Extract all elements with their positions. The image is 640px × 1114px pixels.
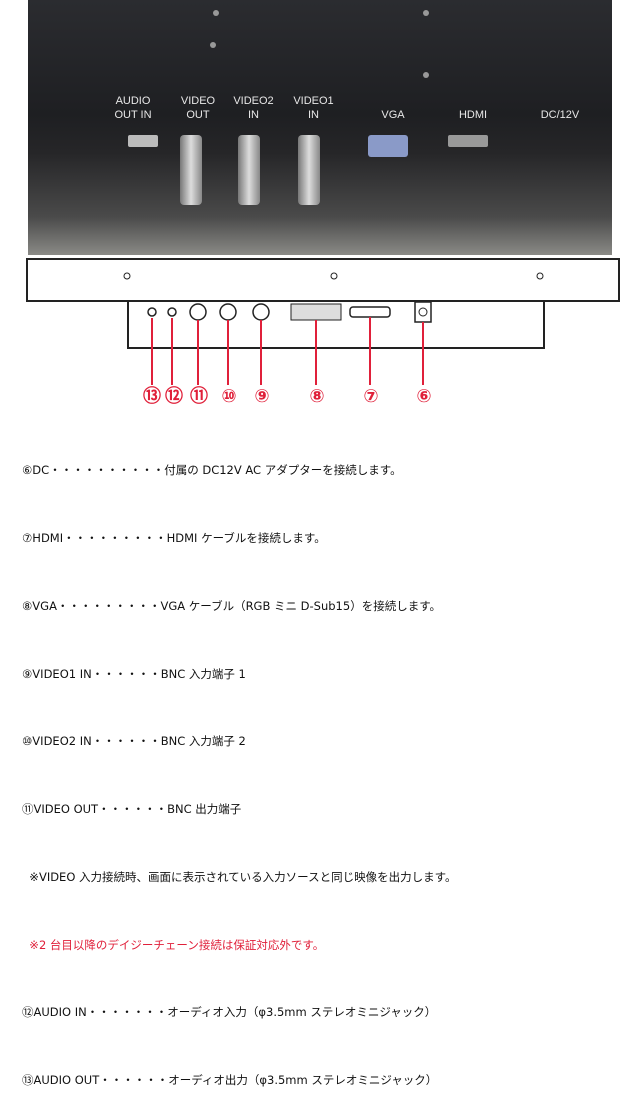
desc-vga: ⑧VGA・・・・・・・・・VGA ケーブル（RGB ミニ D-Sub15）を接続…	[22, 598, 442, 613]
desc-video-out: ⑪VIDEO OUT・・・・・・BNC 出力端子	[22, 802, 242, 817]
connector-diagram: ⑬ ⑫ ⑪ ⑩ ⑨ ⑧ ⑦ ⑥	[26, 258, 620, 407]
video2-in-bnc-icon	[219, 303, 237, 321]
photo-label-hdmi: HDMI	[458, 109, 488, 121]
note-video-output: ※VIDEO 入力接続時、画面に表示されている入力ソースと同じ映像を出力します。	[22, 869, 457, 884]
port-descriptions: ⑥DC・・・・・・・・・・付属の DC12V AC アダプターを接続します。 ⑦…	[22, 414, 456, 1114]
diagram-top-bar	[26, 258, 620, 302]
callout-11: ⑪	[190, 385, 208, 407]
callout-12: ⑫	[165, 385, 183, 407]
audio-jacks	[128, 135, 158, 147]
audio-out-jack-icon	[147, 307, 157, 317]
desc-video1-in: ⑨VIDEO1 IN・・・・・・BNC 入力端子 1	[22, 666, 246, 681]
screw-icon	[330, 272, 338, 280]
callout-13: ⑬	[143, 385, 161, 407]
bnc-connector	[180, 135, 202, 205]
screw-hole	[423, 72, 429, 78]
vga-port-icon	[290, 303, 342, 321]
callout-6: ⑥	[416, 386, 431, 407]
screw-hole	[210, 42, 216, 48]
screw-icon	[123, 272, 131, 280]
video-out-bnc-icon	[189, 303, 207, 321]
desc-video2-in: ⑩VIDEO2 IN・・・・・・BNC 入力端子 2	[22, 734, 246, 749]
bnc-connector	[298, 135, 320, 205]
desc-audio-in: ⑫AUDIO IN・・・・・・・オーディオ入力（φ3.5mm ステレオミニジャッ…	[22, 1005, 437, 1020]
note-daisy-chain-warning: ※2 台目以降のデイジーチェーン接続は保証対応外です。	[22, 937, 325, 952]
vga-port	[368, 135, 408, 157]
screw-hole	[213, 10, 219, 16]
screw-icon	[536, 272, 544, 280]
callout-8: ⑧	[309, 386, 324, 407]
bnc-connector	[238, 135, 260, 205]
photo-label-dc: DC/12V	[540, 109, 580, 121]
callout-10: ⑩	[221, 386, 236, 407]
hdmi-port	[448, 135, 488, 147]
callout-9: ⑨	[254, 386, 269, 407]
dc-jack-icon	[414, 301, 432, 323]
video1-in-bnc-icon	[252, 303, 270, 321]
callout-7: ⑦	[363, 386, 378, 407]
photo-label-vga: VGA	[381, 109, 405, 121]
screw-hole	[423, 10, 429, 16]
diagram-port-box	[127, 301, 545, 349]
audio-in-jack-icon	[167, 307, 177, 317]
hdmi-port-icon	[349, 306, 391, 318]
desc-dc: ⑥DC・・・・・・・・・・付属の DC12V AC アダプターを接続します。	[22, 463, 402, 478]
desc-hdmi: ⑦HDMI・・・・・・・・・HDMI ケーブルを接続します。	[22, 530, 326, 545]
desc-audio-out: ⑬AUDIO OUT・・・・・・オーディオ出力（φ3.5mm ステレオミニジャッ…	[22, 1073, 438, 1088]
